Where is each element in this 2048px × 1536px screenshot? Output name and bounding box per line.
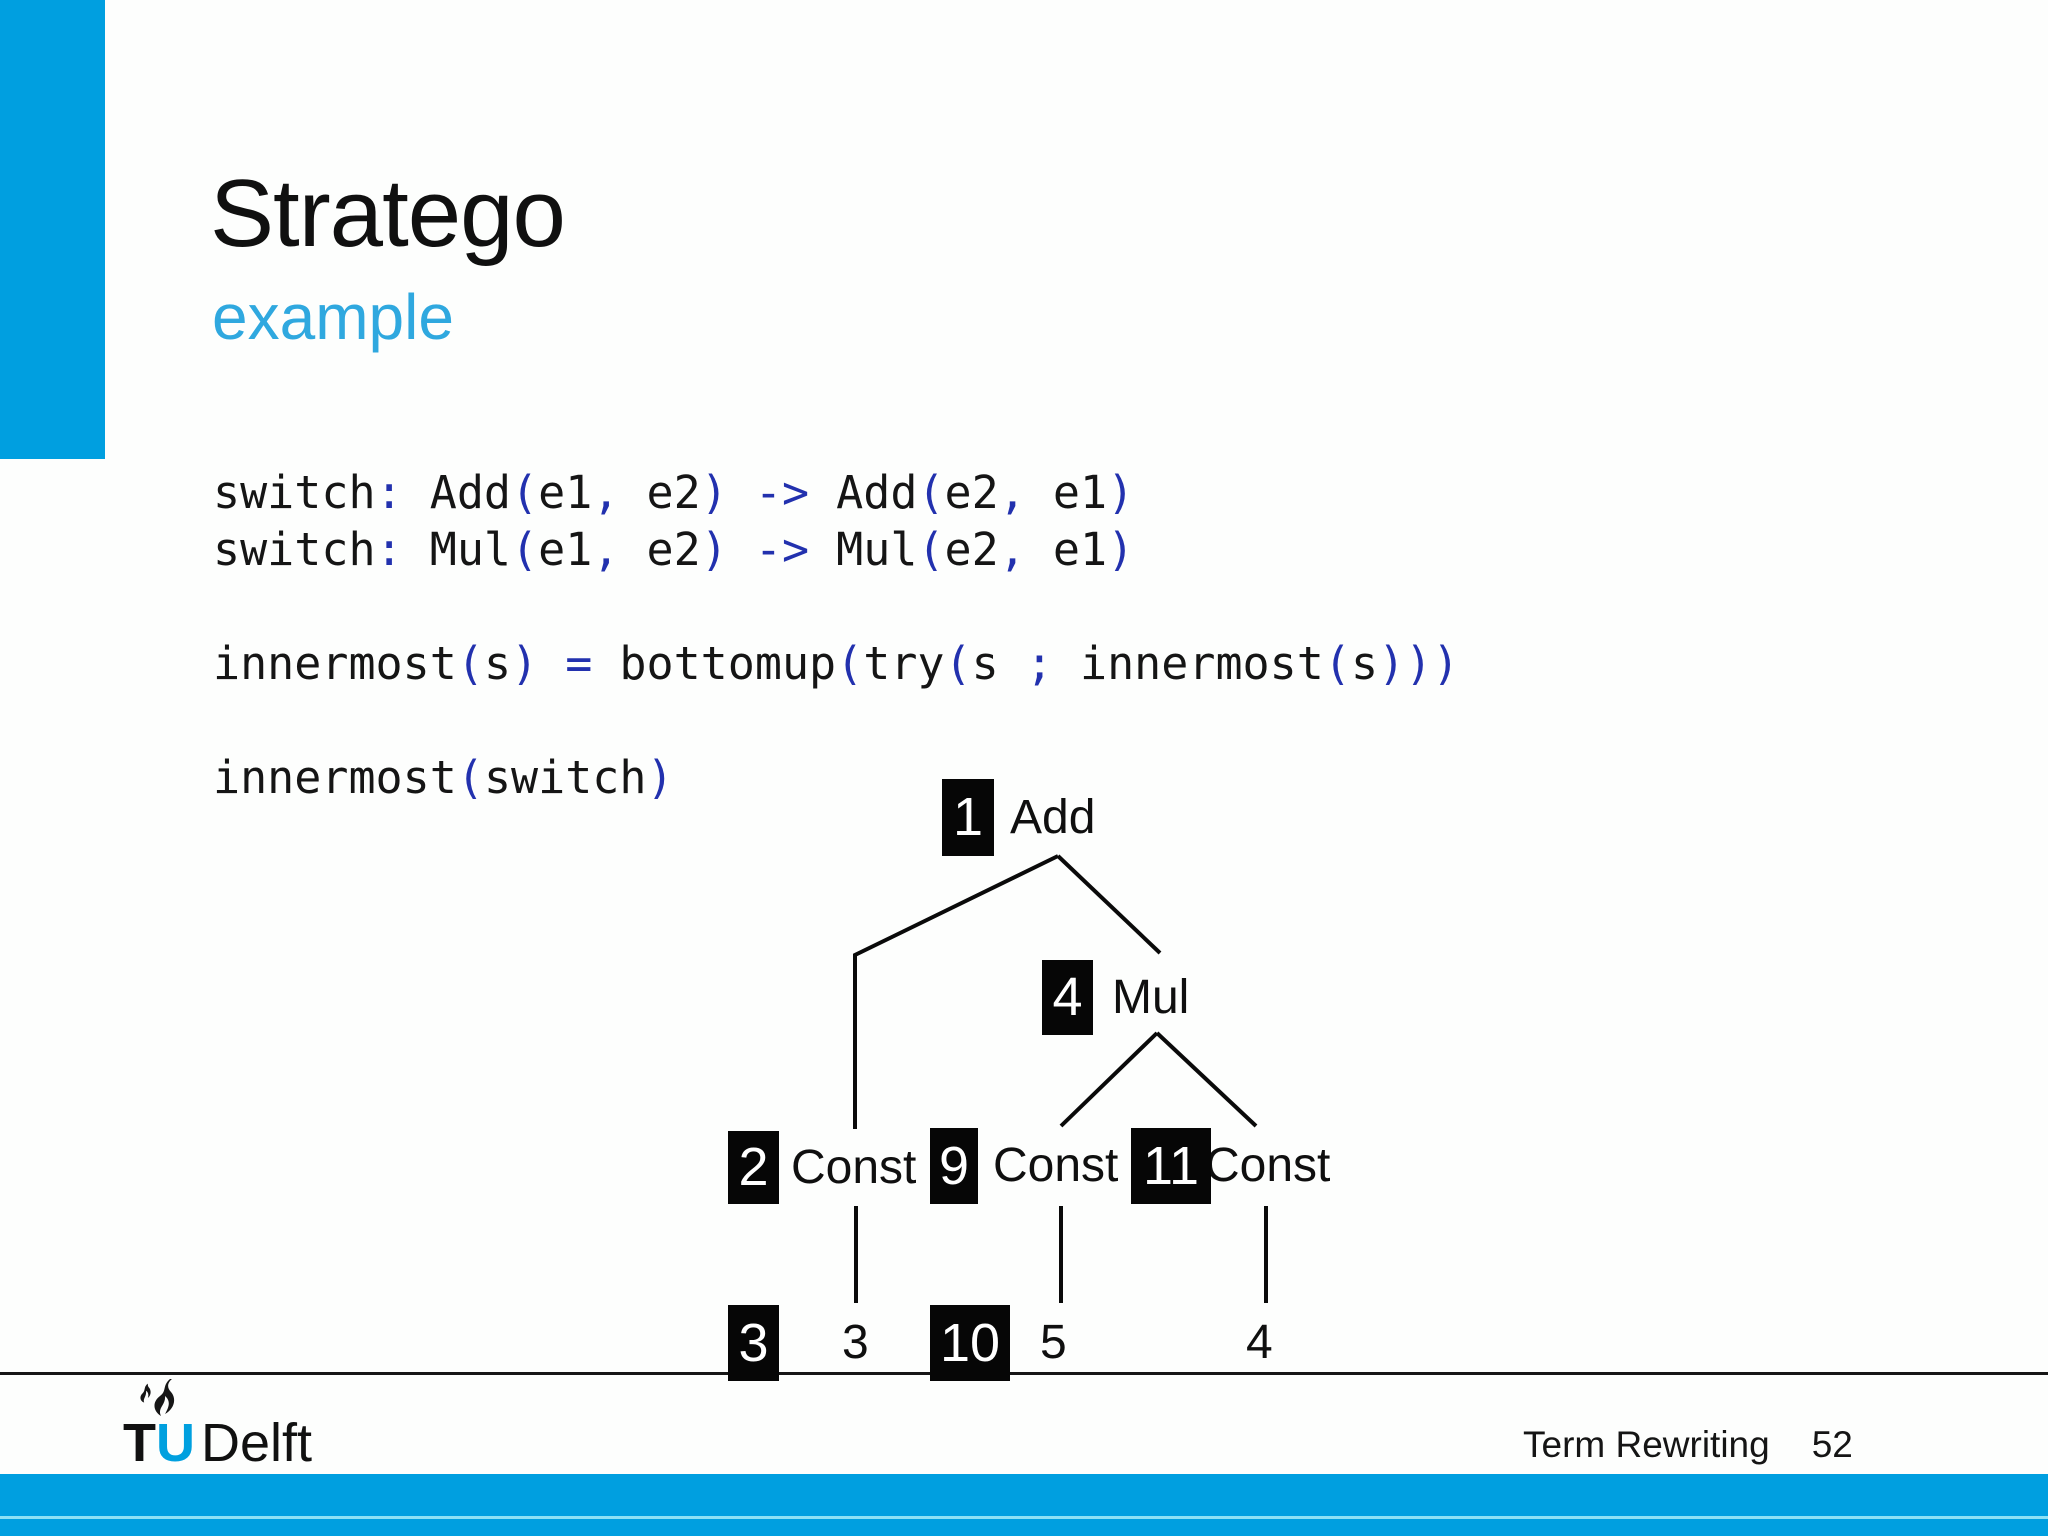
- tu-delft-flame-icon: [140, 1379, 175, 1416]
- tree-node-label-leaf-3: 3: [842, 1316, 869, 1369]
- tree-node-label-leaf-4: 4: [1246, 1316, 1273, 1369]
- logo-tu-wordmark: TU: [123, 1413, 195, 1473]
- code-line: innermost(switch): [213, 751, 674, 804]
- tree-node-label-add: Add: [1010, 791, 1096, 844]
- left-accent-bar: [0, 0, 105, 459]
- tree-node-label-leaf-5: 5: [1040, 1316, 1067, 1369]
- tree-edge-add-to-mul: [1056, 854, 1162, 955]
- logo-delft-wordmark: Delft: [201, 1413, 313, 1473]
- tree-node-number-mul: 4: [1042, 960, 1093, 1035]
- tree-node-number-const-right: 11: [1131, 1128, 1211, 1204]
- tree-node-number-add: 1: [942, 779, 994, 856]
- tree-edge-mul-to-const-mid: [1059, 1031, 1159, 1128]
- tree-edge-add-to-left-const: [853, 854, 1059, 1129]
- page-title: Stratego: [210, 160, 566, 267]
- page-subtitle: example: [212, 281, 454, 353]
- code-line: innermost(s) = bottomup(try(s ; innermos…: [213, 637, 1460, 690]
- footer-page-number: 52: [1811, 1424, 1853, 1465]
- tree-edge-mul-to-const-right: [1155, 1031, 1258, 1128]
- footer-divider-line: [0, 1372, 2048, 1375]
- code-block: switch: Add(e1, e2) -> Add(e2, e1)switch…: [213, 464, 1459, 806]
- tree-node-label-const-left: Const: [791, 1141, 917, 1194]
- tree-node-label-const-right: Const: [1205, 1139, 1331, 1192]
- logo-letter-t: T: [123, 1413, 156, 1473]
- bottom-bar-highlight-line: [0, 1516, 2048, 1519]
- tree-node-label-const-mid: Const: [993, 1139, 1119, 1192]
- tree-node-number-leaf-3: 3: [728, 1305, 779, 1381]
- tree-node-number-const-left: 2: [728, 1131, 779, 1204]
- code-line: switch: Add(e1, e2) -> Add(e2, e1): [213, 466, 1135, 519]
- tree-node-label-mul: Mul: [1112, 971, 1190, 1024]
- tree-node-number-leaf-5: 10: [930, 1305, 1010, 1381]
- logo-letter-u: U: [156, 1413, 195, 1473]
- bottom-accent-bar: [0, 1474, 2048, 1536]
- footer-right: Term Rewriting 52: [1523, 1423, 1853, 1467]
- tree-node-number-const-mid: 9: [930, 1128, 978, 1204]
- footer-course-title: Term Rewriting: [1523, 1424, 1770, 1465]
- code-line: switch: Mul(e1, e2) -> Mul(e2, e1): [213, 523, 1135, 576]
